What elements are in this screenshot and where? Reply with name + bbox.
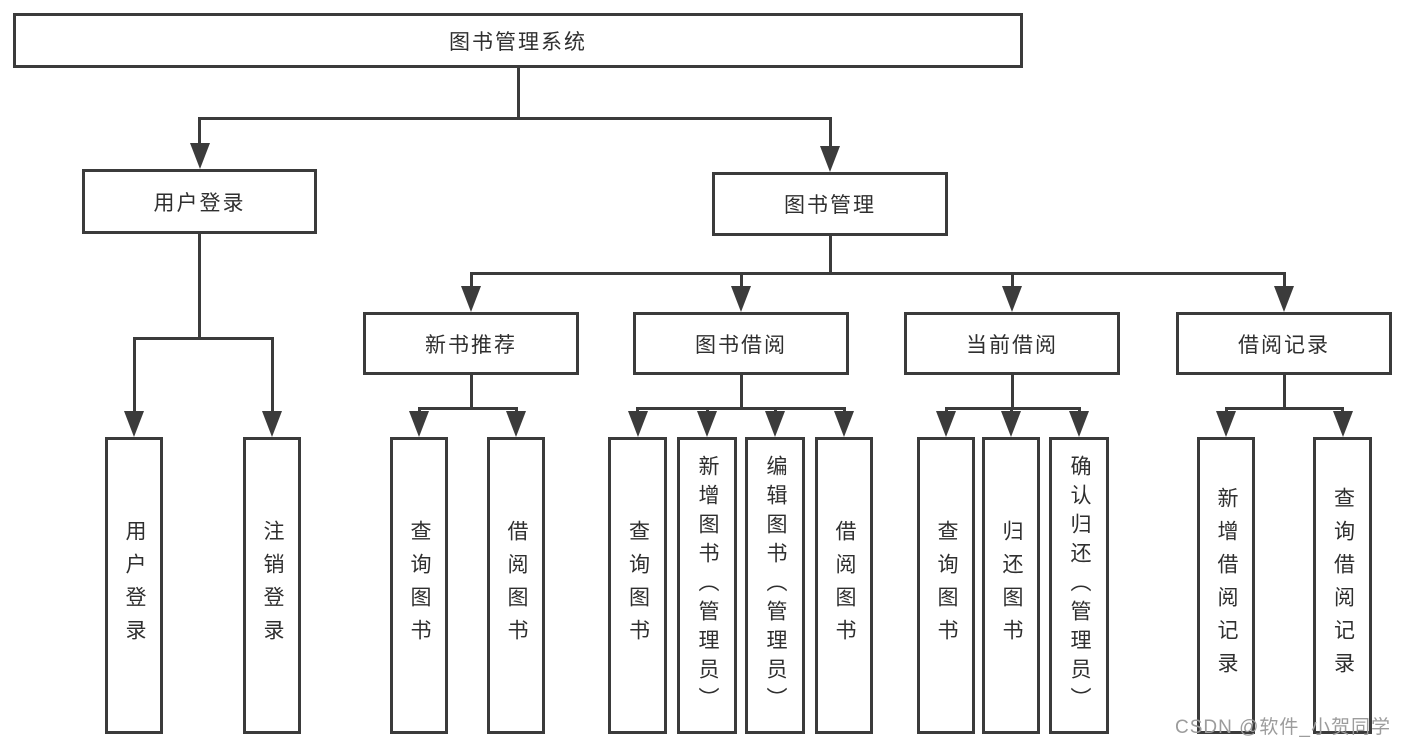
node-bb-edit-book-admin: 编辑图书（管理员）: [745, 437, 805, 734]
node-rec-query-book: 查询图书: [390, 437, 448, 734]
arrow-down-icon: [697, 411, 717, 437]
arrow-down-icon: [834, 411, 854, 437]
node-label: 当前借阅: [966, 333, 1058, 357]
arrow-down-icon: [1274, 286, 1294, 312]
connector-line: [1077, 407, 1081, 413]
arrow-down-icon: [731, 286, 751, 312]
node-label: 借阅图书: [833, 519, 856, 652]
connector-line: [198, 232, 201, 340]
arrow-down-icon: [936, 411, 956, 437]
connector-line: [132, 337, 136, 413]
node-borrowing-records: 借阅记录: [1176, 312, 1392, 375]
node-bb-add-book-admin: 新增图书（管理员）: [677, 437, 737, 734]
arrow-down-icon: [1332, 411, 1353, 437]
node-book-borrowing: 图书借阅: [633, 312, 849, 375]
connector-line: [636, 407, 639, 413]
node-cb-query-book: 查询图书: [917, 437, 975, 734]
connector-line: [132, 337, 274, 340]
connector-line: [469, 272, 473, 288]
node-bb-borrow-book: 借阅图书: [815, 437, 873, 734]
connector-line: [1224, 407, 1228, 413]
connector-line: [739, 272, 743, 288]
arrow-down-icon: [1002, 286, 1022, 312]
connector-line: [417, 407, 518, 410]
node-label: 用户登录: [153, 191, 246, 215]
connector-line: [828, 117, 832, 148]
connector-line: [1224, 407, 1344, 410]
connector-line: [944, 407, 948, 413]
node-label: 新增图书（管理员）: [696, 455, 719, 716]
arrow-down-icon: [627, 411, 648, 437]
connector-line: [469, 373, 473, 410]
connector-line: [842, 407, 846, 413]
arrow-down-icon: [262, 411, 282, 437]
node-bb-query-book: 查询图书: [608, 437, 667, 734]
node-current-borrowing: 当前借阅: [904, 312, 1120, 375]
arrow-down-icon: [461, 286, 481, 312]
connector-line: [739, 373, 743, 410]
connector-line: [1010, 373, 1014, 410]
connector-line: [198, 117, 201, 145]
node-label: 图书管理系统: [449, 30, 587, 54]
node-label: 查询借阅记录: [1331, 486, 1355, 685]
arrow-down-icon: [506, 411, 526, 437]
node-root: 图书管理系统: [13, 13, 1023, 68]
node-label: 新增借阅记录: [1215, 486, 1238, 685]
arrow-down-icon: [1069, 411, 1089, 437]
node-label: 借阅图书: [505, 519, 528, 652]
connector-line: [1010, 272, 1014, 288]
connector-line: [514, 407, 518, 413]
node-label: 图书管理: [784, 194, 876, 217]
node-book-management: 图书管理: [712, 172, 948, 236]
node-rec-borrow-book: 借阅图书: [487, 437, 545, 734]
node-label: 查询图书: [935, 519, 958, 652]
arrow-down-icon: [409, 411, 429, 437]
connector-line: [773, 407, 777, 413]
node-label: 借阅记录: [1238, 333, 1330, 357]
arrow-down-icon: [765, 411, 785, 437]
connector-line: [516, 66, 520, 120]
node-label: 查询图书: [626, 519, 650, 652]
node-user-logout: 注销登录: [243, 437, 301, 734]
connector-line: [1341, 407, 1344, 413]
watermark: CSDN @软件_小贺同学: [1175, 717, 1391, 738]
connector-line: [198, 117, 832, 120]
node-label: 用户登录: [123, 519, 146, 652]
connector-line: [636, 407, 846, 410]
connector-line: [469, 272, 1286, 275]
node-br-add-record: 新增借阅记录: [1197, 437, 1255, 734]
arrow-down-icon: [1001, 411, 1021, 437]
node-user-login: 用户登录: [105, 437, 163, 734]
node-label: 编辑图书（管理员）: [764, 455, 787, 716]
node-label: 注销登录: [261, 519, 284, 652]
node-new-book-recommend: 新书推荐: [363, 312, 579, 375]
arrow-down-icon: [1216, 411, 1236, 437]
node-br-query-record: 查询借阅记录: [1313, 437, 1372, 734]
connector-line: [944, 407, 1081, 410]
node-cb-return-book: 归还图书: [982, 437, 1040, 734]
arrow-down-icon: [820, 146, 840, 172]
connector-line: [417, 407, 421, 413]
arrow-down-icon: [124, 411, 144, 437]
connector-line: [1282, 272, 1286, 288]
connector-line: [705, 407, 709, 413]
connector-line: [270, 337, 274, 413]
connector-line: [1282, 373, 1286, 410]
connector-line: [828, 234, 832, 275]
node-user-login-module: 用户登录: [82, 169, 317, 234]
node-label: 图书借阅: [695, 333, 787, 357]
connector-line: [1009, 407, 1013, 413]
node-cb-confirm-return-admin: 确认归还（管理员）: [1049, 437, 1109, 734]
node-label: 查询图书: [408, 519, 431, 652]
node-label: 新书推荐: [425, 333, 517, 357]
arrow-down-icon: [189, 143, 210, 169]
node-label: 确认归还（管理员）: [1068, 455, 1091, 716]
node-label: 归还图书: [1000, 519, 1023, 652]
